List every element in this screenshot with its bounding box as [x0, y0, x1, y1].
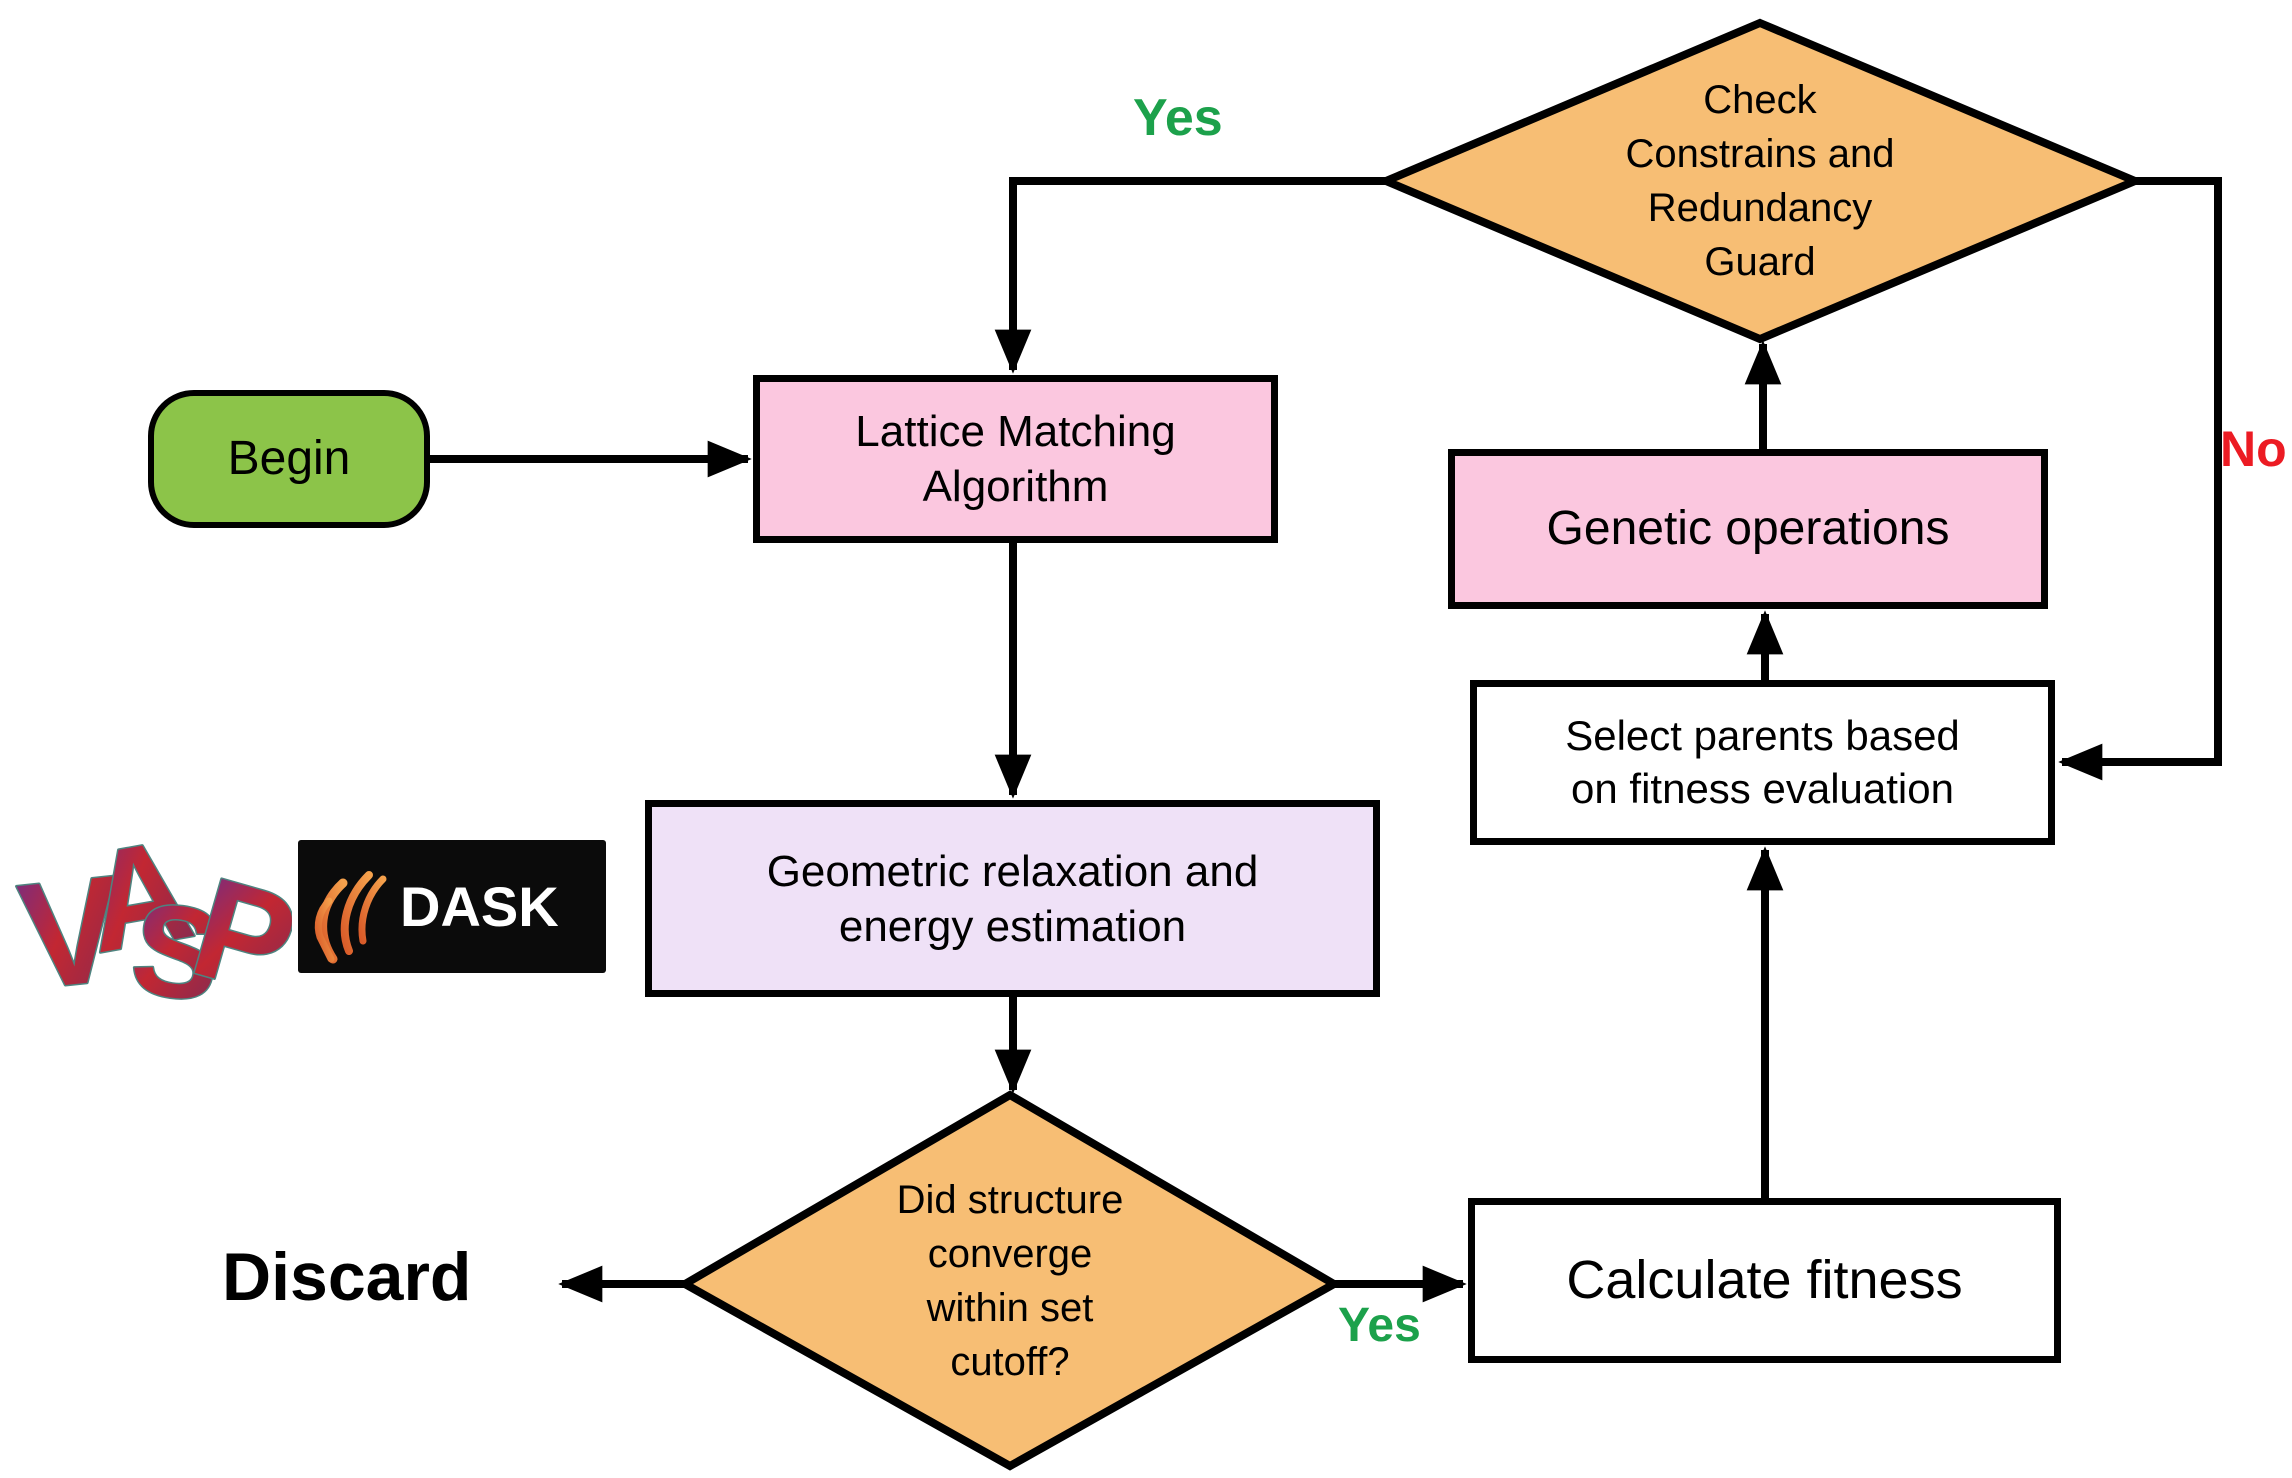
vasp-letter-a: A: [75, 816, 204, 983]
dask-wordmark: DASK: [400, 875, 559, 938]
geometric-relaxation-node: Geometric relaxation and energy estimati…: [645, 800, 1380, 997]
calculate-fitness-node: Calculate fitness: [1468, 1198, 2061, 1363]
dask-logo: DASK: [298, 840, 606, 973]
check-decision-diamond: [1375, 18, 2146, 344]
discard-label: Discard: [222, 1239, 472, 1315]
lattice-matching-label: Lattice Matching Algorithm: [855, 407, 1176, 511]
geometric-relaxation-label: Geometric relaxation and energy estimati…: [766, 846, 1259, 951]
yes-label-top: Yes: [1133, 89, 1223, 147]
arrow-yes-loop-to-lattice: [994, 177, 1386, 374]
begin-node: Begin: [148, 390, 430, 528]
no-label: No: [2220, 421, 2287, 477]
select-parents-node: Select parents based on fitness evaluati…: [1470, 680, 2055, 845]
genetic-operations-node: Genetic operations: [1448, 449, 2048, 609]
select-parents-label: Select parents based on fitness evaluati…: [1565, 712, 1960, 812]
arrow-no-loop-to-select: [2058, 177, 2222, 781]
yes-label-bottom: Yes: [1338, 1299, 1421, 1352]
dask-flame-icon: [314, 870, 387, 963]
begin-label: Begin: [227, 432, 351, 485]
converge-decision-diamond: [676, 1090, 1343, 1471]
vasp-letter-s: S: [124, 873, 230, 1011]
calculate-fitness-label: Calculate fitness: [1566, 1249, 1963, 1310]
vasp-logo: V A S P: [11, 807, 314, 1031]
lattice-matching-node: Lattice Matching Algorithm: [753, 375, 1278, 543]
genetic-operations-label: Genetic operations: [1546, 502, 1950, 555]
converge-decision-label: Did structure converge within set cutoff…: [896, 1178, 1124, 1384]
check-decision-label: Check Constrains and Redundancy Guard: [1625, 78, 1895, 284]
vasp-logo-art: V A S P: [11, 807, 314, 1031]
vasp-letter-v: V: [12, 843, 129, 1011]
